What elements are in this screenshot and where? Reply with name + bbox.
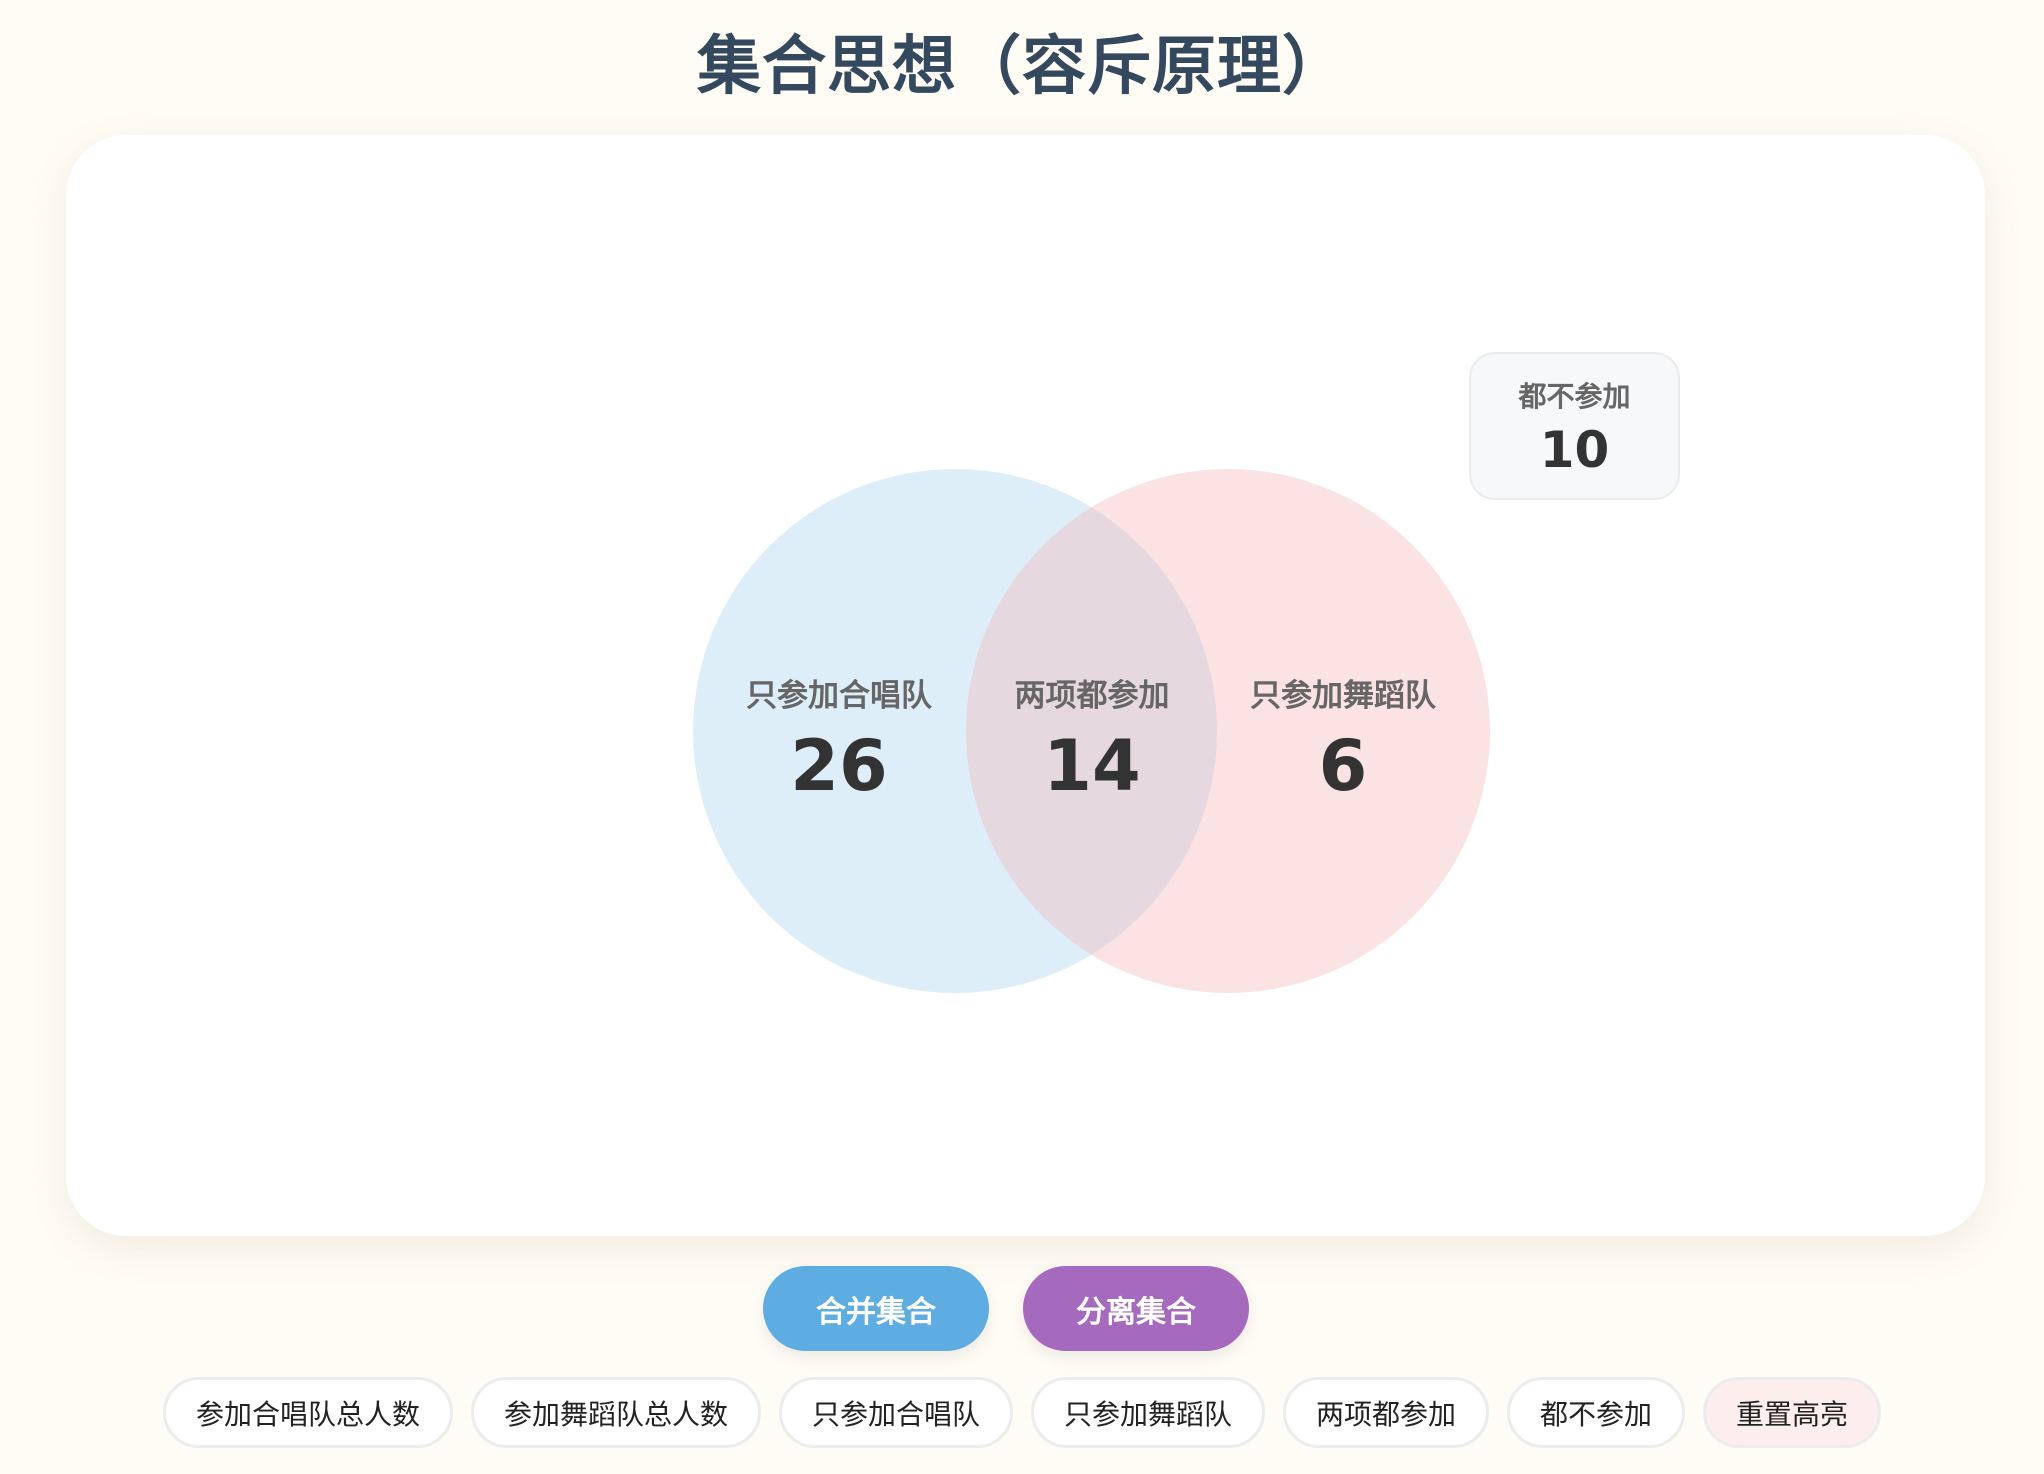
neither-value: 10 [1539,421,1610,479]
region-both: 两项都参加 14 [972,676,1212,808]
neither-box: 都不参加 10 [1469,352,1680,500]
region-value: 14 [1043,725,1141,807]
region-value: 26 [790,725,888,807]
neither-label: 都不参加 [1518,380,1631,413]
highlight-dance-total-button[interactable]: 参加舞蹈队总人数 [470,1377,761,1448]
venn-card: 只参加合唱队 26 两项都参加 14 只参加舞蹈队 6 都不参加 10 [66,135,1985,1236]
action-buttons: 合并集合 分离集合 [0,1266,2044,1351]
reset-highlight-button[interactable]: 重置高亮 [1703,1377,1882,1448]
region-only-dance: 只参加舞蹈队 6 [1223,676,1463,808]
choir-set-circle[interactable] [693,469,1217,993]
highlight-only-choir-button[interactable]: 只参加合唱队 [778,1377,1013,1448]
highlight-both-button[interactable]: 两项都参加 [1283,1377,1490,1448]
region-value: 6 [1318,725,1368,807]
highlight-choir-total-button[interactable]: 参加合唱队总人数 [162,1377,453,1448]
region-label: 只参加舞蹈队 [1250,678,1436,714]
split-sets-button[interactable]: 分离集合 [1023,1266,1249,1351]
highlight-only-dance-button[interactable]: 只参加舞蹈队 [1030,1377,1265,1448]
merge-sets-button[interactable]: 合并集合 [763,1266,989,1351]
highlight-neither-button[interactable]: 都不参加 [1507,1377,1686,1448]
region-label: 两项都参加 [1014,678,1170,714]
highlight-buttons: 参加合唱队总人数 参加舞蹈队总人数 只参加合唱队 只参加舞蹈队 两项都参加 都不… [0,1377,2044,1448]
region-label: 只参加合唱队 [746,678,932,714]
dance-set-circle[interactable] [966,469,1490,993]
page-title: 集合思想（容斥原理） [697,30,1347,104]
region-only-choir: 只参加合唱队 26 [719,676,959,808]
